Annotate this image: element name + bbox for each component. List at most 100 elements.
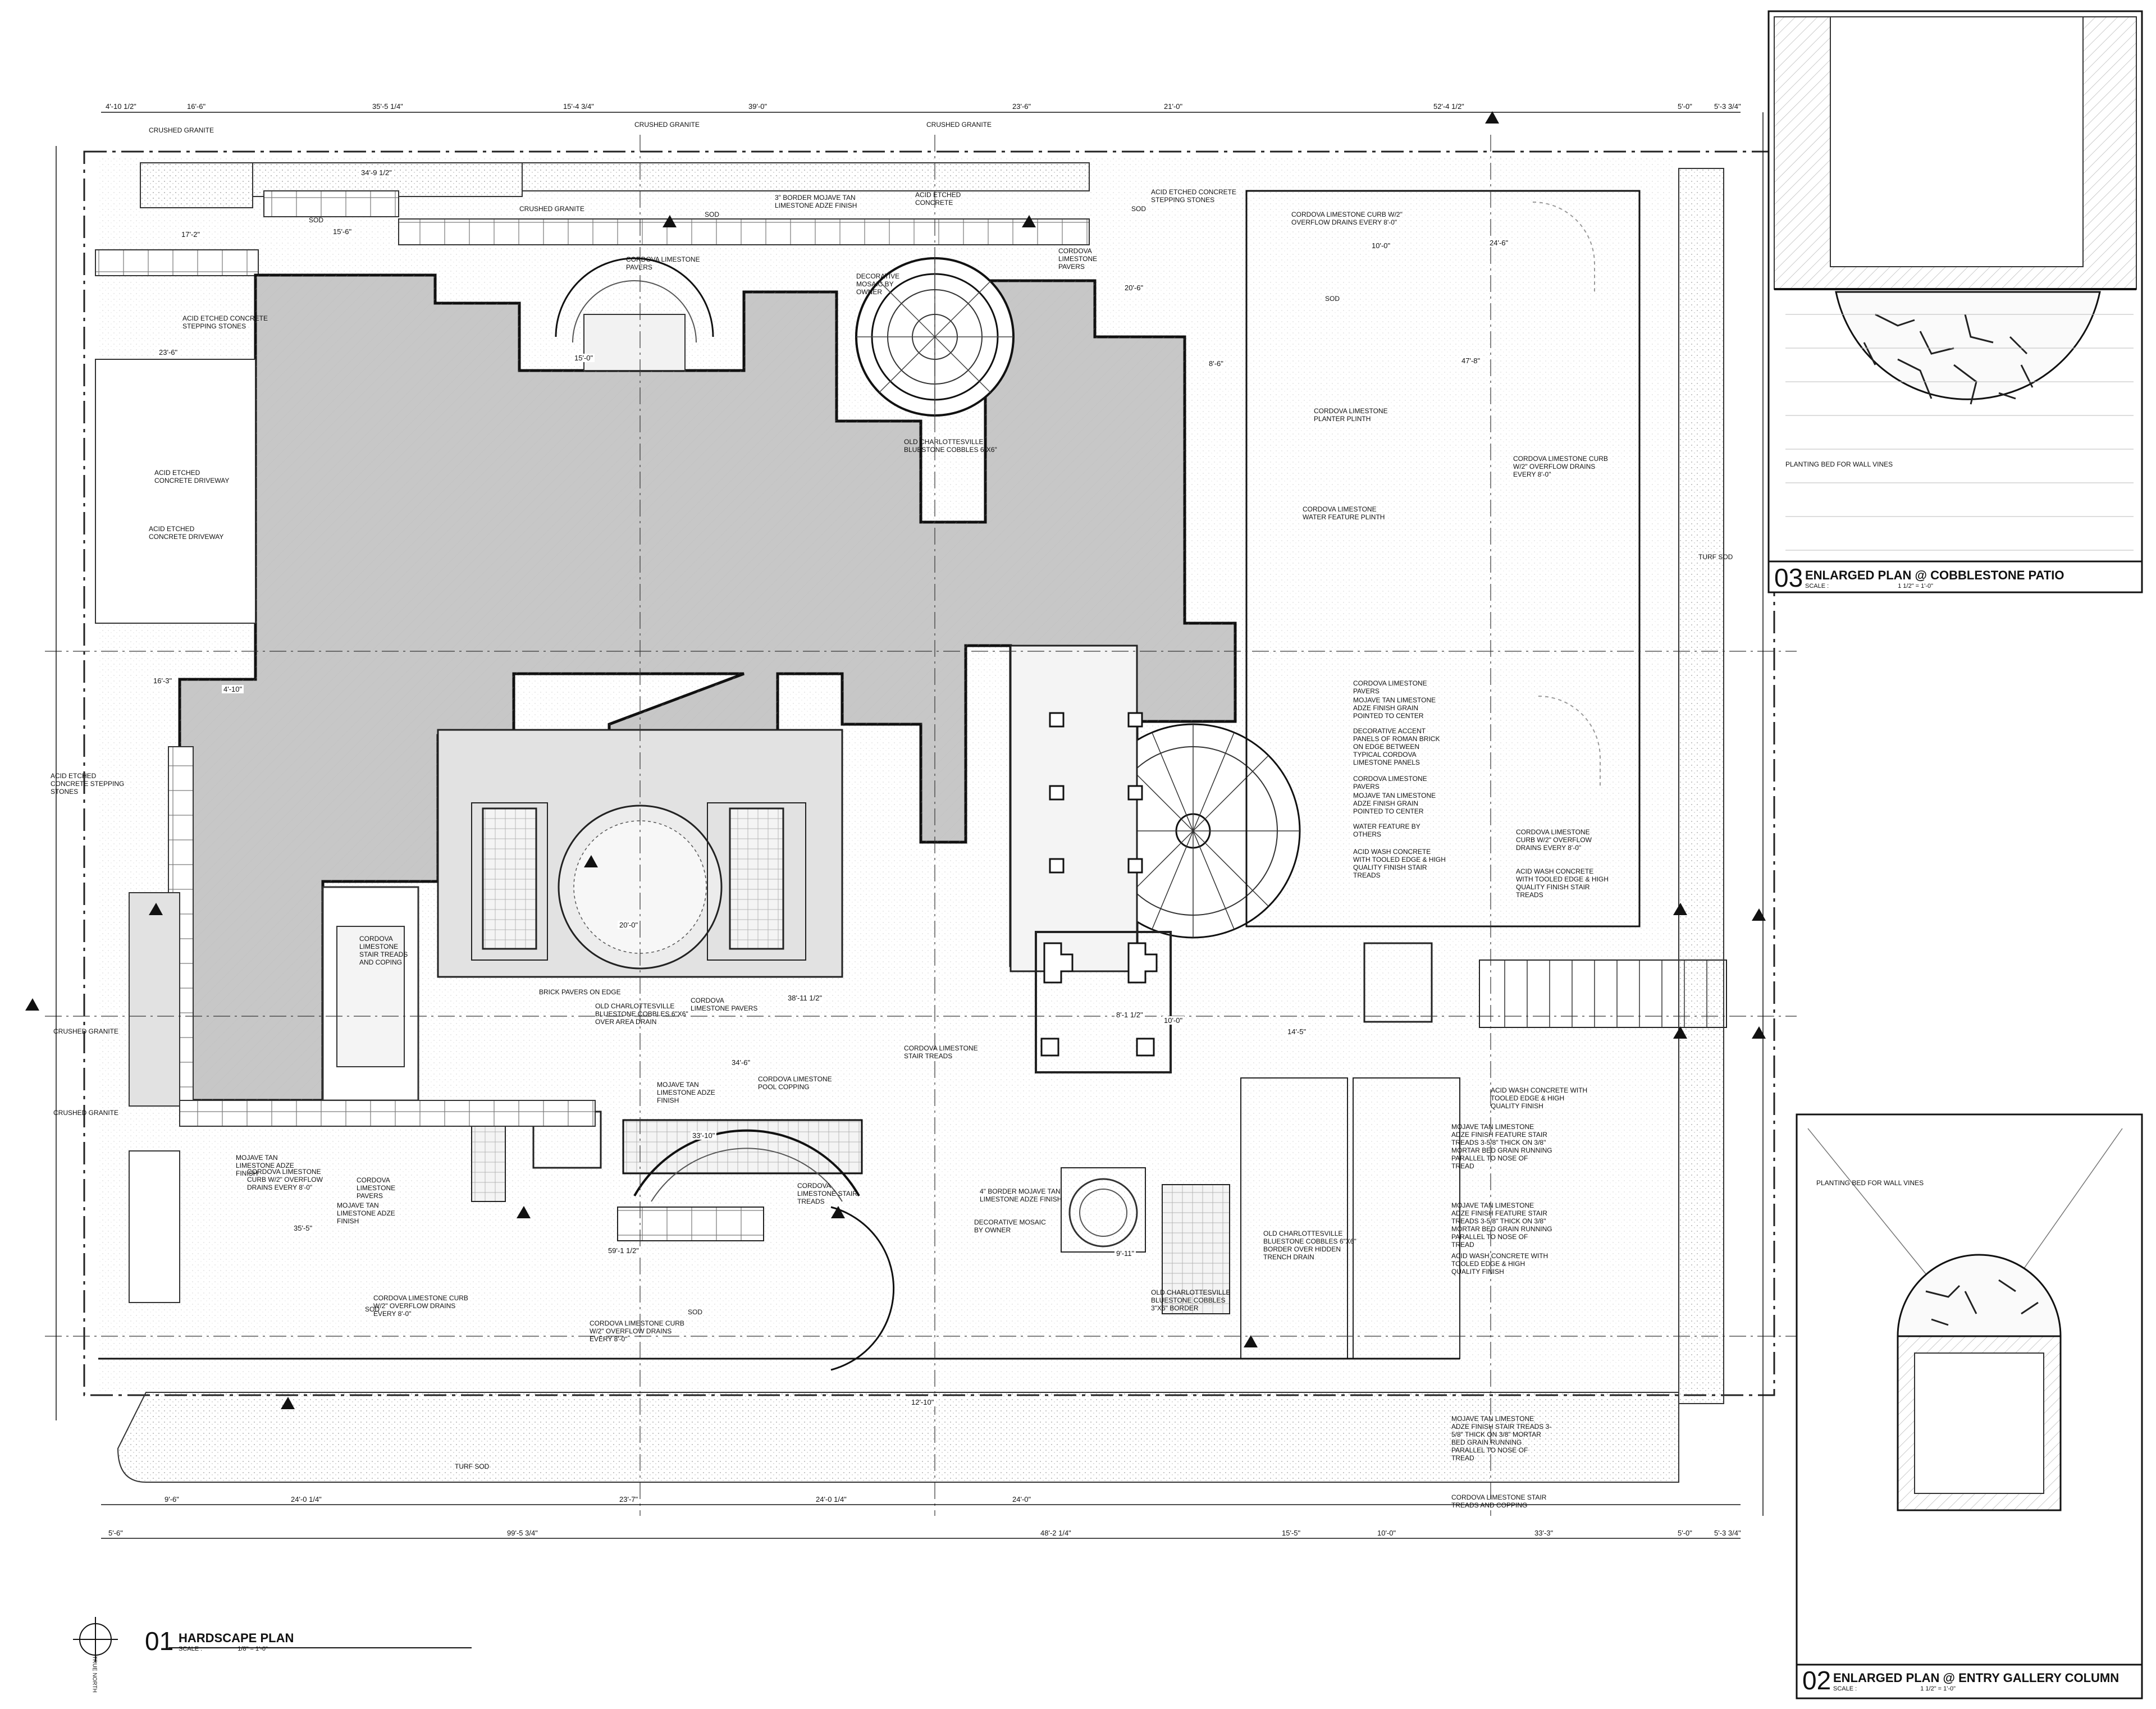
- grid-lines: [45, 135, 1797, 1516]
- detail-03-note: PLANTING BED FOR WALL VINES: [1785, 460, 1893, 468]
- dimension-label: 10'-0": [1162, 1016, 1185, 1025]
- annotation-label: CRUSHED GRANITE: [926, 121, 992, 129]
- entry-gallery: [1010, 645, 1172, 1073]
- annotation-label: OLD CHARLOTTESVILLE BLUESTONE COBBLES 6"…: [1263, 1230, 1356, 1261]
- dimension-label: 16'-3": [152, 677, 174, 685]
- annotation-label: 4" BORDER MOJAVE TAN LIMESTONE ADZE FINI…: [980, 1187, 1062, 1203]
- dimension-label: 12'-10": [910, 1398, 936, 1406]
- detail-02-title-block: 02: [1802, 1667, 1831, 1693]
- annotation-label: MOJAVE TAN LIMESTONE ADZE FINISH: [236, 1154, 294, 1177]
- bottom-turf: [98, 1358, 1679, 1483]
- annotation-label: CORDOVA LIMESTONE CURB W/2" OVERFLOW DRA…: [590, 1319, 684, 1343]
- detail-02-scale: 1 1/2" = 1'-0": [1920, 1685, 1956, 1692]
- detail-03-scale-label: SCALE :: [1805, 583, 1829, 590]
- annotation-label: CORDOVA LIMESTONE PLANTER PLINTH: [1314, 407, 1388, 423]
- dimension-label: 8'-6": [1207, 359, 1225, 368]
- annotation-label: CORDOVA LIMESTONE PAVERS: [357, 1176, 396, 1200]
- dimension-label: 9'-11": [1114, 1249, 1136, 1258]
- annotation-label: CORDOVA LIMESTONE CURB W/2" OVERFLOW DRA…: [1291, 211, 1403, 226]
- dimension-label: 20'-0": [618, 921, 640, 929]
- dimension-label: 99'-5 3/4": [505, 1529, 540, 1537]
- detail-03-title-block: 03: [1774, 565, 1803, 591]
- dimension-label: 21'-0": [1162, 102, 1185, 111]
- annotation-label: TURF SOD: [455, 1463, 490, 1470]
- main-title-block: 01: [145, 1628, 173, 1654]
- annotation-label: CORDOVA LIMESTONE PAVERS: [1353, 775, 1427, 790]
- dimension-label: 10'-0": [1376, 1529, 1398, 1537]
- annotation-label: ACID WASH CONCRETE WITH TOOLED EDGE & HI…: [1491, 1086, 1588, 1110]
- annotation-label: SOD: [1131, 205, 1146, 213]
- dimension-label: 24'-0 1/4": [814, 1495, 848, 1504]
- annotation-label: MOJAVE TAN LIMESTONE ADZE FINISH: [337, 1201, 395, 1225]
- annotation-label: CRUSHED GRANITE: [53, 1109, 119, 1117]
- right-lawn: [1245, 168, 1724, 1404]
- detail-03-number: 03: [1774, 563, 1803, 592]
- dimension-label: 15'-4 3/4": [561, 102, 596, 111]
- detail-02-frame: [1796, 1113, 2143, 1699]
- dimension-label: 20'-6": [1123, 284, 1145, 292]
- annotation-label: CORDOVA LIMESTONE PAVERS: [691, 997, 758, 1012]
- dimension-label: 15'-6": [331, 227, 354, 236]
- detail-02-scale-label: SCALE :: [1833, 1685, 1857, 1692]
- annotation-label: MOJAVE TAN LIMESTONE ADZE FINISH STAIR T…: [1451, 1415, 1552, 1462]
- dimension-label: 5'-0": [1676, 1529, 1694, 1537]
- dimension-label: 5'-6": [107, 1529, 125, 1537]
- annotation-label: OLD CHARLOTTESVILLE BLUESTONE COBBLES 3"…: [1151, 1288, 1231, 1312]
- annotation-label: CORDOVA LIMESTONE STAIR TREADS: [904, 1044, 978, 1060]
- annotation-label: DECORATIVE ACCENT PANELS OF ROMAN BRICK …: [1353, 727, 1440, 766]
- dimension-label: 9'-6": [163, 1495, 181, 1504]
- left-driveway: [95, 359, 596, 1303]
- annotation-label: MOJAVE TAN LIMESTONE ADZE FINISH GRAIN P…: [1353, 696, 1436, 720]
- main-scale-label: SCALE :: [179, 1646, 203, 1652]
- annotation-label: CORDOVA LIMESTONE WATER FEATURE PLINTH: [1303, 505, 1385, 521]
- annotation-label: SOD: [309, 216, 324, 224]
- dimension-label: 48'-2 1/4": [1039, 1529, 1073, 1537]
- annotation-label: ACID ETCHED CONCRETE STEPPING STONES: [1151, 188, 1237, 204]
- lower-terraces: [471, 1077, 1460, 1371]
- annotation-label: CORDOVA LIMESTONE PAVERS: [626, 255, 700, 271]
- annotation-label: OLD CHARLOTTESVILLE BLUESTONE COBBLES 6"…: [595, 1002, 688, 1026]
- detail-03-frame: [1767, 10, 2143, 593]
- dimension-label: 17'-2": [180, 230, 202, 239]
- annotation-label: TURF SOD: [1698, 553, 1733, 561]
- annotation-label: CRUSHED GRANITE: [53, 1027, 119, 1035]
- annotation-label: DECORATIVE MOSAIC BY OWNER: [856, 272, 900, 296]
- annotation-label: ACID ETCHED CONCRETE STEPPING STONES: [182, 314, 268, 330]
- dimension-label: 15'-0": [573, 354, 595, 362]
- north-label: TRUE NORTH: [91, 1656, 98, 1693]
- dimension-label: 24'-0": [1011, 1495, 1033, 1504]
- dimension-label: 24'-6": [1488, 239, 1510, 247]
- dimension-label: 14'-5": [1286, 1027, 1308, 1036]
- annotation-label: WATER FEATURE BY OTHERS: [1353, 822, 1420, 838]
- dimension-label: 24'-0 1/4": [289, 1495, 323, 1504]
- dimension-label: 59'-1 1/2": [606, 1246, 641, 1255]
- dimension-label: 23'-6": [157, 348, 180, 357]
- detail-02-number: 02: [1802, 1666, 1831, 1695]
- annotation-label: OLD CHARLOTTESVILLE BLUESTONE COBBLES 6"…: [904, 438, 997, 454]
- dimension-label: 5'-3 3/4": [1712, 102, 1743, 111]
- detail-02-title-text: ENLARGED PLAN @ ENTRY GALLERY COLUMN: [1833, 1671, 2120, 1685]
- annotation-label: CORDOVA LIMESTONE CURB W/2" OVERFLOW DRA…: [247, 1168, 323, 1191]
- dimension-label: 16'-6": [185, 102, 208, 111]
- annotation-label: ACID ETCHED CONCRETE STEPPING STONES: [51, 772, 125, 796]
- annotation-label: 3" BORDER MOJAVE TAN LIMESTONE ADZE FINI…: [775, 194, 857, 209]
- dimension-label: 5'-0": [1676, 102, 1694, 111]
- annotation-label: ACID WASH CONCRETE WITH TOOLED EDGE & HI…: [1451, 1252, 1549, 1276]
- dimension-lines: [56, 112, 1764, 1539]
- annotation-label: ACID WASH CONCRETE WITH TOOLED EDGE & HI…: [1516, 867, 1609, 899]
- dimension-label: 15'-5": [1280, 1529, 1303, 1537]
- annotation-label: MOJAVE TAN LIMESTONE ADZE FINISH FEATURE…: [1451, 1123, 1552, 1170]
- dimension-label: 39'-0": [747, 102, 769, 111]
- annotation-label: ACID ETCHED CONCRETE DRIVEWAY: [154, 469, 230, 485]
- annotation-label: CORDOVA LIMESTONE CURB W/2" OVERFLOW DRA…: [373, 1294, 468, 1318]
- annotation-label: SOD: [688, 1308, 703, 1316]
- dimension-label: 34'-6": [730, 1058, 752, 1067]
- dimension-label: 33'-3": [1533, 1529, 1555, 1537]
- annotation-label: CORDOVA LIMESTONE STAIR TREADS AND COPIN…: [359, 935, 408, 966]
- dimension-label: 4'-10 1/2": [104, 102, 138, 111]
- detail-03-title: ENLARGED PLAN @ COBBLESTONE PATIO SCALE …: [1805, 568, 2064, 590]
- dimension-label: 8'-1 1/2": [1114, 1011, 1145, 1019]
- detail-02-title: ENLARGED PLAN @ ENTRY GALLERY COLUMN SCA…: [1833, 1671, 2119, 1692]
